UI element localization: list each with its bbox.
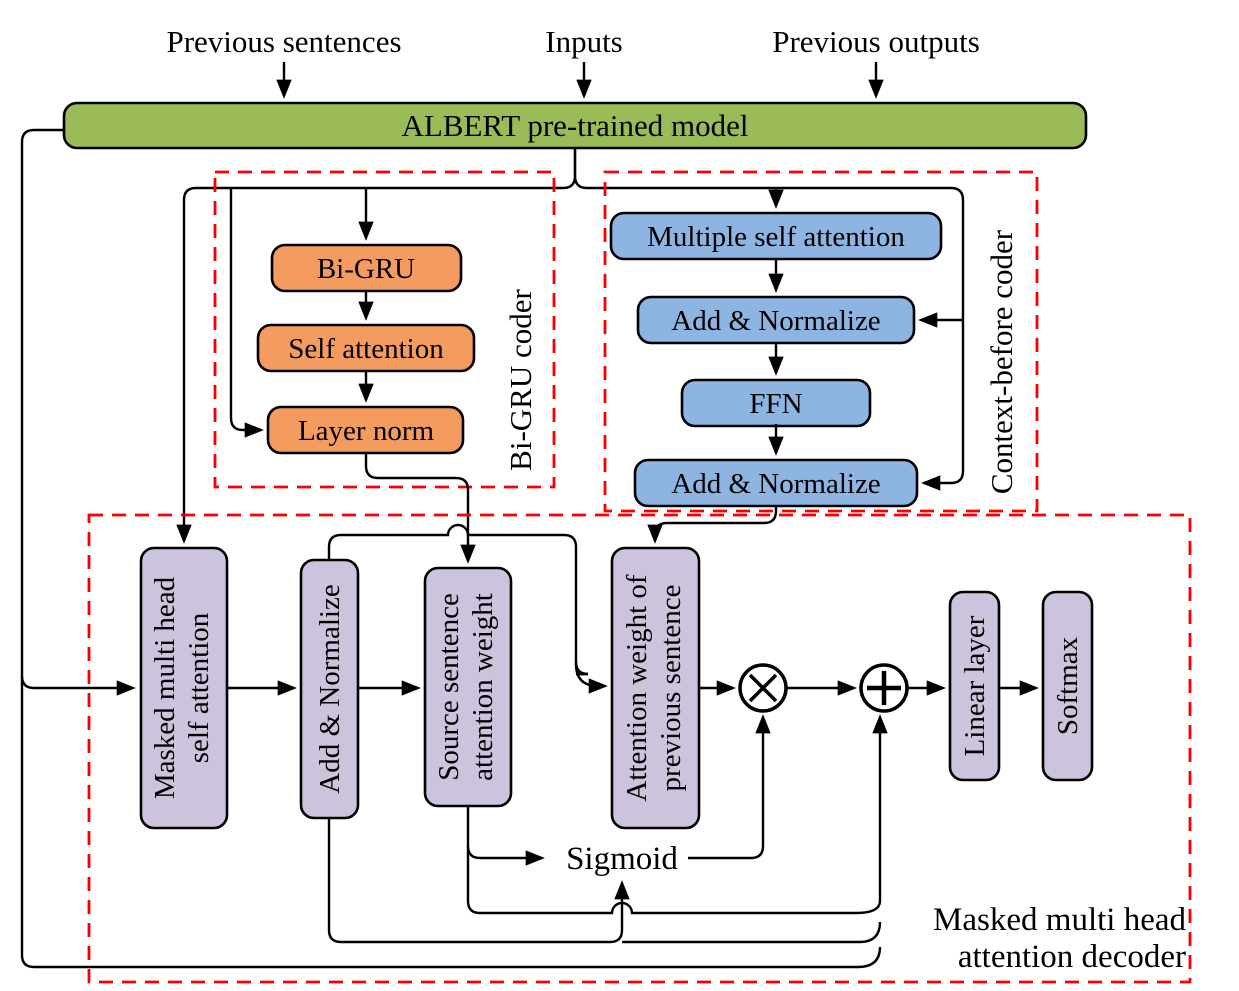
attention-weight-label-line2: previous sentence (655, 585, 687, 792)
self-attention-box-label: Self attention (288, 333, 444, 365)
circle-plus-icon (859, 663, 909, 713)
bigru-coder-group: Bi-GRU Self attention Layer norm Bi-GRU … (213, 170, 556, 489)
circle-times-icon (738, 663, 788, 713)
attention-weight-label-line1: Attention weight of (621, 574, 653, 801)
wire-residual-to-layer-norm (229, 188, 264, 438)
add-normalize-2-label: Add & Normalize (671, 468, 880, 500)
context-coder-border (603, 170, 1039, 513)
previous-sentences-label: Previous sentences (166, 24, 401, 59)
softmax-box (1041, 590, 1094, 782)
wire-context-to-attention-weight (647, 506, 778, 544)
linear-layer-label: Linear layer (959, 615, 991, 756)
decoder-title-line2: attention decoder (958, 939, 1186, 975)
bigru-box-label: Bi-GRU (317, 253, 415, 285)
wire-layer-norm-to-source-weight (364, 453, 476, 564)
wire-albert-residual-right (573, 148, 965, 491)
wire-albert-to-masked-mha-top (176, 148, 577, 544)
wire-sigmoid-to-times (688, 714, 771, 860)
ffn-label: FFN (749, 388, 802, 420)
bigru-coder-title: Bi-GRU coder (503, 288, 538, 470)
inputs-label: Inputs (545, 24, 623, 59)
decoder-title-line1: Masked multi head (933, 902, 1186, 938)
layer-norm-box-label: Layer norm (298, 415, 435, 447)
linear-layer-box (948, 590, 1001, 782)
source-weight-label-line1: Source sentence (433, 593, 465, 781)
decoder-border (87, 513, 1192, 984)
context-coder-title: Context-before coder (984, 229, 1019, 494)
wire-into-attention-weight (574, 663, 608, 694)
wire-albert-left-feedback (20, 128, 882, 969)
softmax-label: Softmax (1052, 636, 1084, 735)
context-before-coder-group: Multiple self attention Add & Normalize … (603, 170, 1039, 513)
previous-outputs-label: Previous outputs (772, 24, 980, 59)
multiple-self-attention-label: Multiple self attention (647, 221, 905, 253)
add-normalize-1-label: Add & Normalize (671, 305, 880, 337)
sigmoid-label: Sigmoid (566, 841, 678, 877)
wire-add-normalize-to-sigmoid-bottom (327, 818, 630, 944)
source-weight-label-line2: attention weight (467, 593, 499, 781)
wire-left-to-masked-mha (20, 675, 136, 696)
albert-box-label: ALBERT pre-trained model (401, 108, 748, 143)
wire-source-weight-to-sigmoid (466, 845, 545, 866)
decoder-group: Masked multi head self attention Add & N… (87, 513, 1192, 984)
masked-mha-label-line2: self attention (183, 612, 215, 763)
decoder-add-normalize-label: Add & Normalize (314, 584, 346, 793)
masked-mha-label-line1: Masked multi head (149, 576, 181, 799)
wire-add-normalize-feedback-merge (622, 921, 882, 944)
bigru-coder-border (213, 170, 556, 489)
